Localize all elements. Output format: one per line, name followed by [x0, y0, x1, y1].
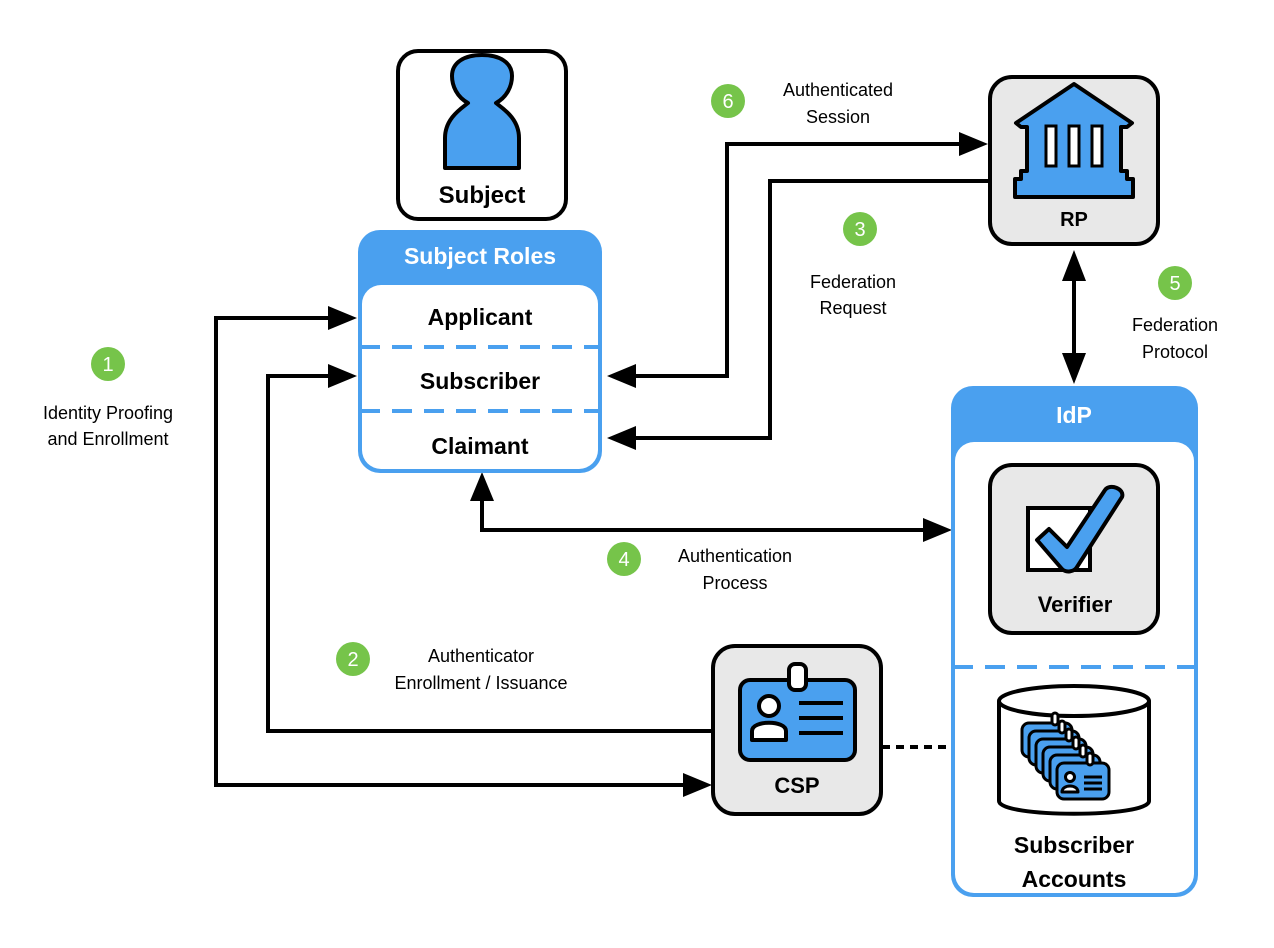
idp-node: IdP Verifier: [951, 386, 1198, 897]
subscriber-accounts-label-line2: Accounts: [1022, 866, 1127, 892]
step-label-line2: Session: [806, 107, 870, 127]
csp-node[interactable]: CSP: [711, 644, 883, 816]
bank-building-icon: [1013, 82, 1135, 199]
verifier-label: Verifier: [1038, 592, 1113, 617]
connector-identity-proofing: [214, 316, 688, 787]
step-label-line1: Identity Proofing: [43, 403, 173, 423]
step-label-line1: Authenticated: [783, 80, 893, 100]
connector-authenticator-enrollment: [266, 374, 712, 733]
step-2: 2 Authenticator Enrollment / Issuance: [336, 642, 568, 693]
subject-roles-title: Subject Roles: [404, 243, 556, 269]
step-label-line1: Authenticator: [428, 646, 534, 666]
connector-authenticated-session: [635, 142, 960, 378]
arrowhead-to-subscriber: [328, 364, 357, 388]
person-icon: [443, 53, 521, 170]
step-label-line2: Enrollment / Issuance: [394, 673, 567, 693]
step-label-line2: Process: [702, 573, 767, 593]
step-badge: [336, 642, 370, 676]
arrowhead-to-claimant: [607, 426, 636, 450]
connectors: [214, 132, 1086, 797]
step-label-line1: Federation: [1132, 315, 1218, 335]
role-subscriber[interactable]: Subscriber: [420, 368, 540, 394]
step-label-line1: Federation: [810, 272, 896, 292]
step-number: 1: [102, 354, 113, 376]
step-label-line2: and Enrollment: [47, 429, 168, 449]
subject-roles-body: [362, 285, 598, 469]
subscriber-accounts-label-line1: Subscriber: [1014, 832, 1134, 858]
role-claimant[interactable]: Claimant: [431, 433, 528, 459]
step-4: 4 Authentication Process: [607, 542, 792, 593]
arrowhead-session-to-subscriber: [607, 364, 636, 388]
step-badge: [607, 542, 641, 576]
step-badge: [843, 212, 877, 246]
step-label-line1: Authentication: [678, 546, 792, 566]
step-number: 3: [854, 219, 865, 241]
step-badge: [91, 347, 125, 381]
step-label-line2: Protocol: [1142, 342, 1208, 362]
step-number: 5: [1169, 273, 1180, 295]
step-number: 4: [618, 549, 629, 571]
step-3: 3 Federation Request: [810, 212, 896, 318]
step-5: 5 Federation Protocol: [1132, 266, 1218, 362]
role-applicant[interactable]: Applicant: [428, 304, 533, 330]
arrowhead-to-verifier: [923, 518, 952, 542]
step-number: 2: [347, 649, 358, 671]
idp-title: IdP: [1056, 402, 1092, 428]
step-label-line2: Request: [819, 298, 886, 318]
rp-label: RP: [1060, 209, 1088, 231]
database-badges-icon: [997, 684, 1151, 816]
arrowhead-session-to-rp: [959, 132, 988, 156]
step-1: 1 Identity Proofing and Enrollment: [43, 347, 173, 449]
step-badge: [1158, 266, 1192, 300]
arrowhead-to-applicant: [328, 306, 357, 330]
rp-node[interactable]: RP: [988, 75, 1160, 246]
verifier-node[interactable]: Verifier: [988, 463, 1160, 635]
id-badge-icon: [738, 662, 857, 762]
checkbox-check-icon: [1026, 485, 1125, 574]
csp-label: CSP: [774, 773, 819, 798]
subject-roles-node: Subject Roles Applicant Subscriber Claim…: [358, 230, 602, 473]
connector-federation-request: [635, 179, 988, 440]
subject-label: Subject: [439, 182, 526, 209]
arrowhead-to-csp: [683, 773, 712, 797]
subscriber-accounts-node[interactable]: Subscriber Accounts: [997, 684, 1151, 892]
step-badge: [711, 84, 745, 118]
arrowhead-to-rp: [1062, 250, 1086, 281]
subject-node[interactable]: Subject: [396, 49, 568, 221]
arrowhead-to-claimant-bottom: [470, 472, 494, 501]
step-number: 6: [722, 91, 733, 113]
connector-authentication-process: [480, 500, 925, 532]
step-6: 6 Authenticated Session: [711, 80, 893, 127]
arrowhead-to-idp: [1062, 353, 1086, 384]
